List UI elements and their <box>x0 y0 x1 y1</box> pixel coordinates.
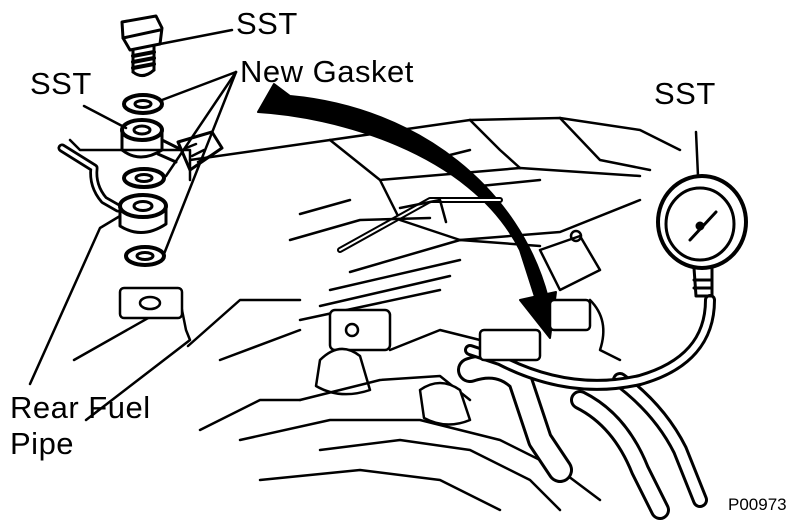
new-gasket-2 <box>122 167 166 189</box>
new-gasket-3 <box>124 245 166 267</box>
leader-lines <box>28 28 700 386</box>
new-gasket-1 <box>122 93 164 115</box>
direction-arrow <box>257 83 557 339</box>
sst-gauge-label: SST <box>654 76 716 111</box>
sst-bolt-label: SST <box>236 6 298 41</box>
engine-assembly <box>68 116 716 520</box>
new-gasket-label: New Gasket <box>240 54 414 89</box>
rear-fuel-pipe-union <box>57 143 168 234</box>
rear-fuel-pipe-label-line1: Rear Fuel <box>10 390 151 425</box>
sst-bolt <box>120 14 164 77</box>
rear-fuel-pipe-label-line2: Pipe <box>10 426 75 461</box>
sst-union-label: SST <box>30 66 92 101</box>
fuel-pressure-gauge <box>656 174 748 298</box>
figure-code: P00973 <box>728 495 787 514</box>
